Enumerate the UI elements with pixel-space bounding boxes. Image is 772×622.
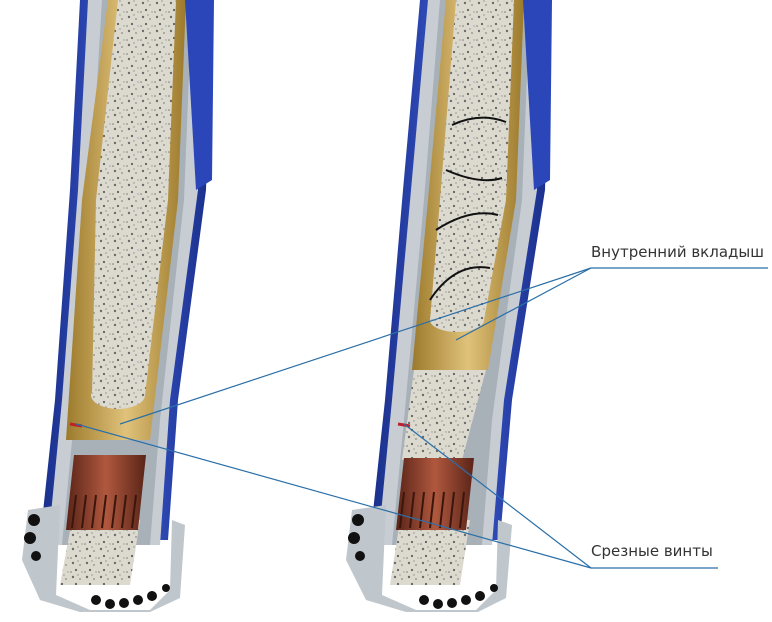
right-core-barrel [346,0,552,612]
callout-lines [75,267,768,569]
right-bit-ring [396,458,474,530]
right-core-fractures [429,116,507,301]
callout-inner-right [455,267,592,341]
left-bit-ring [66,455,146,530]
left-cutters [24,514,170,609]
right-drill-bit [346,505,512,612]
callout-screws-right [403,423,592,569]
right-shear-screw [397,422,411,428]
shear-screws-label: Срезные винты [591,542,713,560]
callout-inner-left [119,267,592,425]
left-core-rock [92,0,176,395]
callout-screws-left [75,423,592,569]
right-cutters [348,514,498,609]
left-core-barrel [22,0,214,612]
inner-liner-label: Внутренний вкладыш [591,243,764,261]
left-drill-bit [22,505,185,612]
